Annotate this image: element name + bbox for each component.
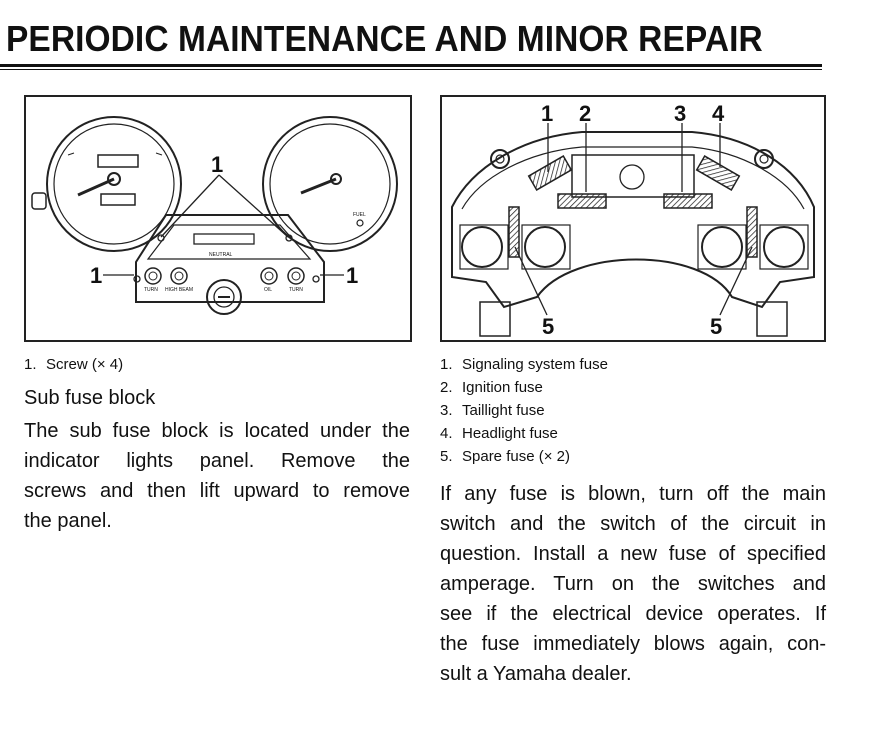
- caption-number: 1.: [440, 356, 453, 373]
- paragraph-line: indicator lights panel. Remove the: [24, 450, 410, 472]
- left-figure-caption: 1. Screw (× 4): [24, 353, 123, 376]
- tachometer-inner: [269, 123, 391, 245]
- paragraph-line: If any fuse is blown, turn off the main: [440, 483, 826, 505]
- caption-item: 4. Headlight fuse: [440, 422, 608, 445]
- callout-5-right: 5: [710, 314, 722, 339]
- caption-text: Spare fuse (× 2): [462, 448, 570, 465]
- caption-item: 2. Ignition fuse: [440, 376, 608, 399]
- right-figure-caption: 1.Signaling system fuse 2.Ignition fuse …: [440, 353, 608, 468]
- caption-number: 5.: [440, 448, 453, 465]
- sub-fuse-block-figure: 1 2 3 4 5 5: [440, 95, 826, 342]
- callout-2: 2: [579, 101, 591, 126]
- caption-text: Headlight fuse: [462, 425, 558, 442]
- caption-item: 3. Taillight fuse: [440, 399, 608, 422]
- caption-text: Taillight fuse: [462, 402, 545, 419]
- fuse-spare-left: [508, 206, 520, 258]
- fuse-headlight: [695, 155, 741, 191]
- fuse-block-housing: [451, 131, 815, 309]
- paragraph-line: sult a Yamaha dealer.: [440, 663, 632, 685]
- callout-screw-left: 1: [90, 263, 102, 288]
- label-fuel: FUEL: [353, 212, 366, 218]
- sub-fuse-block-paragraph: The sub fuse block is located under the …: [24, 416, 410, 536]
- sub-fuse-block-illustration: 1 2 3 4 5 5: [451, 101, 815, 339]
- header-rule-thin: [0, 69, 822, 70]
- header-rule-thick: [0, 64, 822, 67]
- speedometer-outer: [46, 116, 182, 252]
- paragraph-line: the panel.: [24, 510, 112, 532]
- paragraph-line: question. Install a new fuse of specifie…: [440, 543, 826, 565]
- caption-number: 2.: [440, 379, 453, 396]
- caption-item: 1. Signaling system fuse: [440, 353, 608, 376]
- paragraph-line: switch and the switch of the circuit in: [440, 513, 826, 535]
- callout-screw-top: 1: [211, 152, 223, 177]
- caption-item: 5. Spare fuse (× 2): [440, 445, 608, 468]
- paragraph-line: see if the electrical device operates. I…: [440, 603, 826, 625]
- caption-text: Ignition fuse: [462, 379, 543, 396]
- label-turn-right: TURN: [289, 287, 303, 293]
- caption-item: 1. Screw (× 4): [24, 353, 123, 376]
- fuse-signaling: [527, 155, 573, 191]
- fuse-spare-right: [746, 206, 758, 258]
- callout-screw-right: 1: [346, 263, 358, 288]
- callout-3: 3: [674, 101, 686, 126]
- callout-1: 1: [541, 101, 553, 126]
- label-neutral: NEUTRAL: [209, 252, 233, 258]
- caption-number: 3.: [440, 402, 453, 419]
- paragraph-line: The sub fuse block is located under the: [24, 420, 410, 442]
- fuse-ignition: [557, 193, 607, 209]
- indicator-panel: [135, 214, 325, 303]
- caption-number: 1.: [24, 356, 37, 373]
- callout-4: 4: [712, 101, 725, 126]
- instrument-cluster-illustration: 1 1 1 NEUTRAL TURN HIGH BEAM OIL TURN FU…: [31, 116, 398, 315]
- page-title: PERIODIC MAINTENANCE AND MINOR REPAIR: [6, 18, 763, 59]
- tachometer-outer: [262, 116, 398, 252]
- paragraph-line: the fuse immediately blows again, con-: [440, 633, 826, 655]
- label-high-beam: HIGH BEAM: [165, 287, 193, 293]
- section-heading: Sub fuse block: [24, 387, 156, 409]
- fuse-replacement-paragraph: If any fuse is blown, turn off the main …: [440, 479, 826, 689]
- label-oil: OIL: [264, 287, 272, 293]
- instrument-cluster-figure: 1 1 1 NEUTRAL TURN HIGH BEAM OIL TURN FU…: [24, 95, 412, 342]
- paragraph-line: screws and then lift upward to remove: [24, 480, 410, 502]
- label-turn-left: TURN: [144, 287, 158, 293]
- speedometer-inner: [53, 123, 175, 245]
- caption-number: 4.: [440, 425, 453, 442]
- paragraph-line: amperage. Turn on the switches and: [440, 573, 826, 595]
- caption-text: Screw (× 4): [46, 356, 124, 373]
- callout-5-left: 5: [542, 314, 554, 339]
- ignition-switch: [206, 279, 242, 315]
- caption-text: Signaling system fuse: [462, 356, 608, 373]
- fuse-taillight: [663, 193, 713, 209]
